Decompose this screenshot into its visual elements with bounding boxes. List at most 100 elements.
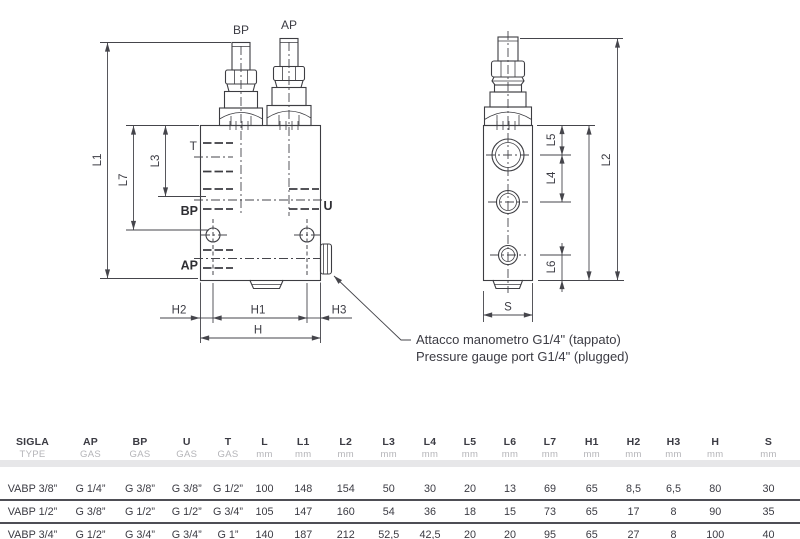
value-cell: 18 (450, 499, 490, 523)
col-unit-l1: mm (295, 448, 312, 460)
value-cell: 35 (737, 499, 800, 523)
value-cell: 73 (530, 499, 570, 523)
annotation-leader-line (333, 275, 411, 341)
col-header-s: S (764, 436, 773, 448)
col-unit-ap: GAS (80, 448, 101, 460)
value-cell: 30 (762, 482, 775, 495)
value-cell: 65 (570, 499, 614, 523)
col-unit-l2: mm (337, 448, 354, 460)
annotation-line-2: Pressure gauge port G1/4" (plugged) (416, 349, 629, 364)
side-port-circles (491, 138, 525, 266)
thread-ticks-front (229, 121, 299, 130)
col-unit-t: GAS (217, 448, 239, 460)
dim-label-h1: H1 (251, 305, 266, 317)
dim-label-l4: L4 (546, 171, 558, 184)
row-type-cell: VABP 3/8” (7, 482, 58, 495)
value-cell: G 1/2” (164, 499, 210, 523)
bp-screw-label: BP (233, 23, 249, 37)
value-cell: G 1/2” (116, 499, 164, 523)
row-type-cell: VABP 1/2” (0, 499, 65, 523)
value-cell: 27 (613, 522, 654, 539)
col-header-l: L (261, 436, 268, 448)
col-unit-l6: mm (501, 448, 519, 460)
col-header-l6: L6 (503, 436, 517, 448)
col-header-h3: H3 (666, 436, 681, 448)
value-cell: 154 (336, 482, 355, 495)
dim-label-l5: L5 (546, 134, 558, 147)
col-header-t: T (224, 436, 232, 448)
value-cell: 54 (367, 499, 410, 523)
col-unit-l3: mm (380, 448, 397, 460)
col-unit-h2: mm (625, 448, 642, 460)
value-cell: 212 (324, 522, 368, 539)
dim-label-l1: L1 (92, 154, 104, 167)
value-cell: 50 (382, 482, 395, 495)
ap-screw-label: AP (281, 18, 297, 32)
value-cell: 8 (653, 499, 694, 523)
dim-label-l3: L3 (150, 155, 162, 168)
value-cell: 8 (653, 522, 694, 539)
value-cell: G 3/4” (116, 522, 164, 539)
valve-body-front (199, 124, 322, 282)
dim-label-l2: L2 (601, 154, 613, 167)
value-cell: 15 (490, 499, 530, 523)
row-type-cell: VABP 3/4” (0, 522, 65, 539)
value-cell: 187 (282, 522, 324, 539)
value-cell: 36 (410, 499, 450, 523)
col-unit-l5: mm (461, 448, 479, 460)
annotation-line-1: Attacco manometro G1/4" (tappato) (416, 332, 621, 347)
col-unit-h: mm (707, 448, 724, 460)
value-cell: 160 (324, 499, 368, 523)
side-extension-lines (483, 38, 624, 322)
dim-label-h2: H2 (172, 305, 187, 317)
value-cell: 100 (255, 482, 274, 495)
dim-label-l6: L6 (546, 261, 558, 274)
value-cell: 42,5 (410, 522, 450, 539)
value-cell: G 1/2” (65, 522, 116, 539)
value-cell: 100 (693, 522, 737, 539)
col-header-l3: L3 (382, 436, 396, 448)
value-cell: 140 (246, 522, 283, 539)
value-cell: G 3/8” (65, 499, 116, 523)
gauge-port-plug (319, 243, 333, 275)
col-unit-l4: mm (421, 448, 439, 460)
value-cell: 65 (585, 482, 598, 495)
col-header-bp: BP (132, 436, 148, 448)
t-port-label: T (190, 139, 198, 153)
header-separator-band (0, 460, 800, 467)
col-header-ap: AP (83, 436, 98, 448)
value-cell: 90 (693, 499, 737, 523)
col-header-l2: L2 (339, 436, 353, 448)
u-port-label: U (324, 199, 333, 213)
value-cell: G 1” (209, 522, 247, 539)
col-unit-h1: mm (583, 448, 600, 460)
value-cell: 65 (570, 522, 614, 539)
value-cell: 8,5 (625, 482, 641, 495)
dim-label-h3: H3 (332, 305, 347, 317)
thread-ticks-side (496, 121, 516, 130)
value-cell: 147 (282, 499, 324, 523)
value-cell: 69 (543, 482, 556, 495)
col-unit-sigla: TYPE (19, 448, 46, 460)
gauge-port-annotation: Attacco manometro G1/4" (tappato) Pressu… (333, 275, 629, 364)
col-unit-s: mm (760, 448, 777, 460)
ap-port-label: AP (181, 259, 198, 273)
valve-technical-drawing: BP AP T BP AP U L1 (92, 18, 629, 364)
col-header-u: U (182, 436, 191, 448)
col-unit-bp: GAS (129, 448, 151, 460)
col-unit-l7: mm (541, 448, 559, 460)
value-cell: 52,5 (367, 522, 410, 539)
dim-label-h: H (254, 325, 262, 337)
side-view: L5 L4 L6 L2 S (482, 31, 624, 322)
value-cell: 20 (463, 482, 476, 495)
value-cell: G 1/4” (75, 482, 106, 495)
col-header-l5: L5 (463, 436, 477, 448)
port-dashes (203, 142, 319, 269)
value-cell: 95 (530, 522, 570, 539)
